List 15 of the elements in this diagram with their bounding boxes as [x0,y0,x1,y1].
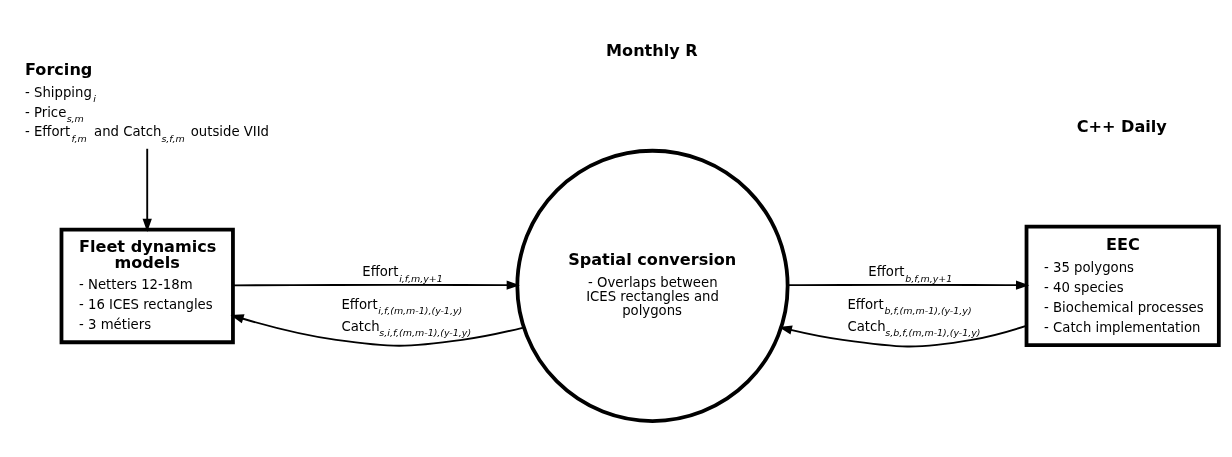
edge-label: Effort$_{i,f,m,y+1}$ [362,264,443,284]
node-circle: Spatial conversion - Overlaps between ICES rectangles and polygons [515,148,790,423]
edge-label: Effort$_{b,f,(m,m-1),(y-1,y)}$ Catch$_{s,b,f,(m,m-1),(y-1,y)}$ [847,296,981,339]
node-box: EEC - 35 polygons - 40 species - Biochemical processes - Catch implementation [1024,224,1221,347]
arrow [778,324,1028,348]
label: Monthly R [606,40,698,60]
arrow [232,280,520,290]
node-box: Fleet dynamics models - Netters 12-18m - 16 ICES rectangles - 3 métiers [59,227,235,345]
edge-label: Effort$_{b,f,m,y+1}$ [868,264,953,284]
node-text: Forcing - Shipping$_{i}$ - Price$_{s,m}$ - Effort$_{f,m}$ and Catch$_{s,f,m}$ outside VIId [25,60,270,144]
label: C++ Daily [1076,116,1167,136]
arrow [142,147,152,233]
edge-label: Effort$_{i,f,(m,m-1),(y-1,y)}$ Catch$_{s,i,f,(m,m-1),(y-1,y)}$ [341,296,472,339]
arrow [786,280,1030,290]
arrow [230,314,525,347]
